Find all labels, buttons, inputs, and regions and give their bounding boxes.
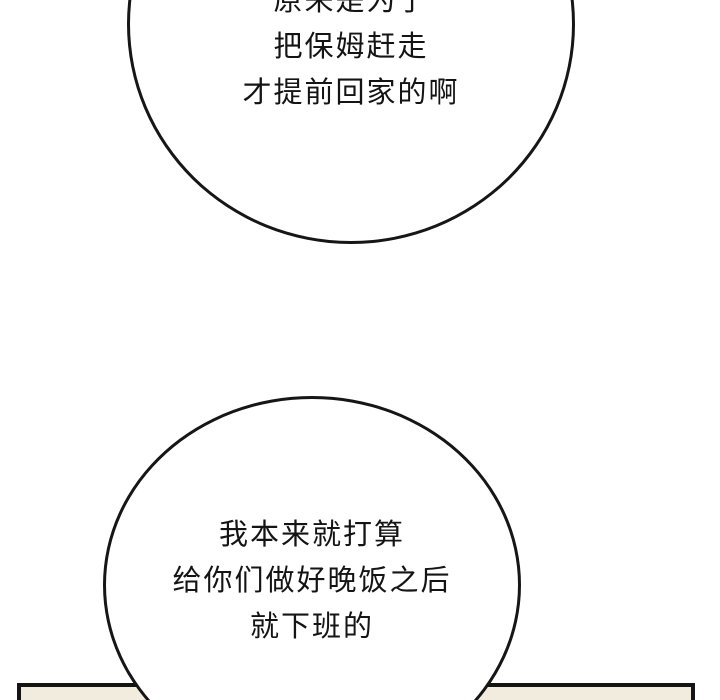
speech-text-line: 就下班的	[249, 609, 374, 643]
speech-text-line: 我本来就打算	[218, 517, 405, 551]
speech-bubble-top-text: 原来是为了 把保姆赶走 才提前回家的啊	[130, 0, 572, 115]
speech-bubble-bottom-text: 我本来就打算 给你们做好晚饭之后 就下班的	[106, 511, 518, 649]
speech-text-line: 才提前回家的啊	[242, 75, 460, 109]
speech-text-line: 把保姆赶走	[273, 29, 429, 63]
speech-bubble-bottom: 我本来就打算 给你们做好晚饭之后 就下班的	[103, 396, 521, 700]
speech-bubble-top: 原来是为了 把保姆赶走 才提前回家的啊	[127, 0, 575, 244]
speech-text-line: 原来是为了	[273, 0, 429, 17]
speech-text-line: 给你们做好晚饭之后	[172, 563, 452, 597]
